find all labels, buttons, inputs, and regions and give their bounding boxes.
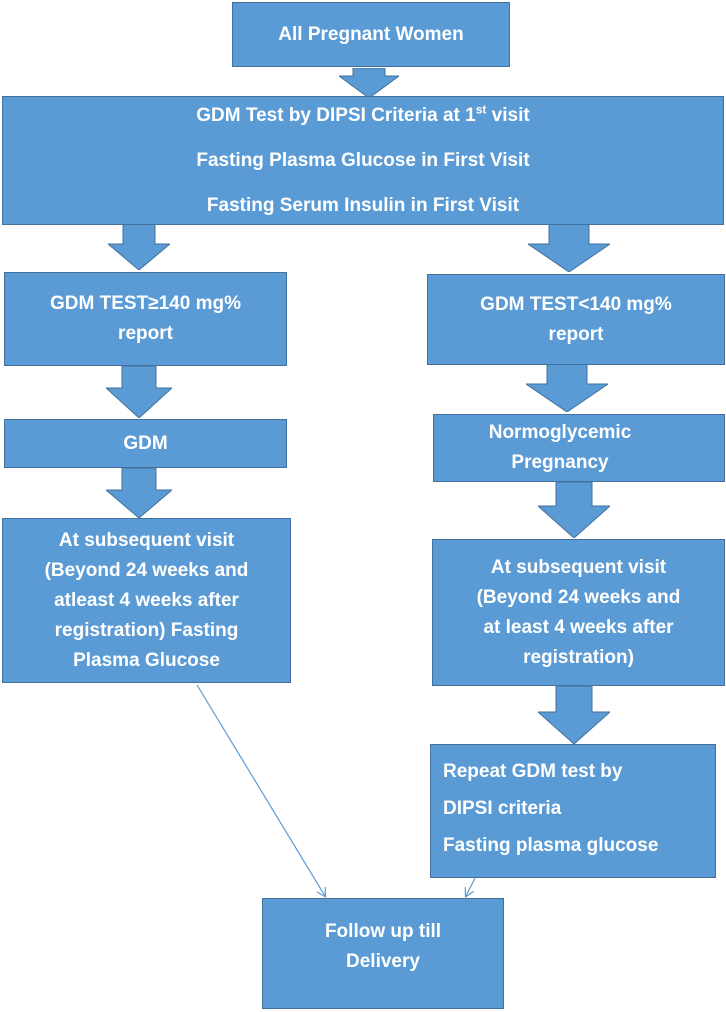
node-label-line1: GDM Test by DIPSI Criteria at 1st visit xyxy=(196,93,529,138)
node-label-line4: registration) xyxy=(523,646,634,668)
node-label-line1: GDM TEST<140 mg% xyxy=(480,293,672,315)
node-gdm-test-first-visit: GDM Test by DIPSI Criteria at 1st visit … xyxy=(2,96,724,225)
node-gdm: GDM xyxy=(4,419,287,468)
node-label-line2: Delivery xyxy=(346,950,420,972)
node-label: GDM xyxy=(123,432,168,454)
node-gdm-test-high: GDM TEST≥140 mg% report xyxy=(4,272,287,366)
node-label-line2: DIPSI criteria xyxy=(443,798,562,819)
arrow-down-icon xyxy=(528,224,610,272)
node-label-line2: report xyxy=(548,323,604,345)
arrow-down-icon xyxy=(339,68,399,98)
arrow-down-icon xyxy=(538,686,610,744)
node-label-line4: registration) Fasting xyxy=(54,619,239,641)
connector-right-to-followup xyxy=(466,877,476,896)
node-label-line1-text: GDM Test by DIPSI Criteria at 1 xyxy=(196,105,476,126)
node-label-line2: report xyxy=(118,323,173,344)
node-repeat-gdm-test: Repeat GDM test by DIPSI criteria Fastin… xyxy=(430,744,716,878)
ordinal-superscript: st xyxy=(475,102,487,117)
node-label-line1: Normoglycemic xyxy=(488,422,632,443)
node-label-line1: At subsequent visit xyxy=(58,529,235,551)
arrow-down-icon xyxy=(106,366,172,418)
node-all-pregnant-women: All Pregnant Women xyxy=(232,2,510,67)
node-label-line2: (Beyond 24 weeks and xyxy=(476,586,681,608)
node-label-line3: at least 4 weeks after xyxy=(483,616,674,638)
node-gdm-test-low: GDM TEST<140 mg% report xyxy=(427,274,725,365)
node-label-line3: atleast 4 weeks after xyxy=(54,589,239,611)
node-label-line1: At subsequent visit xyxy=(490,556,667,578)
node-label-line2: Fasting Plasma Glucose in First Visit xyxy=(196,150,530,171)
node-label-line1: Follow up till xyxy=(324,920,442,942)
arrow-down-icon xyxy=(538,482,610,538)
arrow-down-icon xyxy=(106,468,172,518)
node-label: All Pregnant Women xyxy=(278,23,464,45)
node-label-line1: GDM TEST≥140 mg% xyxy=(50,293,241,314)
node-subsequent-visit-right: At subsequent visit (Beyond 24 weeks and… xyxy=(432,539,725,686)
node-label-line3: Fasting plasma glucose xyxy=(443,835,659,856)
node-subsequent-visit-left: At subsequent visit (Beyond 24 weeks and… xyxy=(2,518,291,683)
node-follow-up-till-delivery: Follow up till Delivery xyxy=(262,898,504,1009)
node-label-line1-suffix: visit xyxy=(486,105,530,126)
node-label-line2: Pregnancy xyxy=(511,452,609,473)
node-normoglycemic-pregnancy: Normoglycemic Pregnancy xyxy=(433,414,725,482)
node-label-line5: Plasma Glucose xyxy=(73,649,220,671)
node-label-line1: Repeat GDM test by xyxy=(443,761,623,782)
arrow-down-icon xyxy=(108,224,170,270)
arrow-down-icon xyxy=(526,364,608,412)
node-label-line3: Fasting Serum Insulin in First Visit xyxy=(206,195,520,216)
connector-left-to-followup xyxy=(196,684,325,896)
node-label-line2: (Beyond 24 weeks and xyxy=(44,559,249,581)
